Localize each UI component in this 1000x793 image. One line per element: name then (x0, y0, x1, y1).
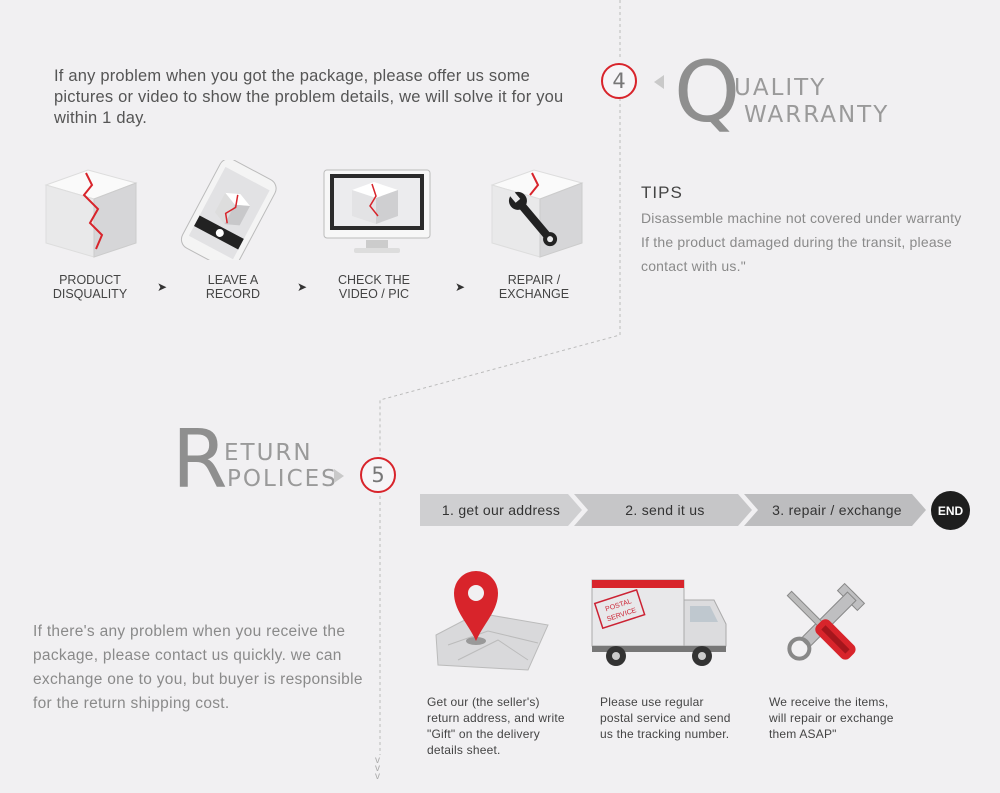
title-line-2: WARRANTY (744, 102, 890, 128)
flow-bar-shapes (420, 494, 926, 526)
tips-title: TIPS (641, 183, 683, 202)
step-caption-leave-record: LEAVE A RECORD (183, 273, 283, 301)
flow-step-send-it: 2. send it us (625, 502, 705, 518)
arrow-right-icon: ➤ (455, 280, 466, 294)
title-line-2: POLICES (227, 466, 338, 492)
step-caption-repair-exchange: REPAIR / EXCHANGE (484, 273, 584, 301)
caption-line: EXCHANGE (498, 287, 570, 301)
caption-line: RECORD (205, 287, 261, 301)
flow-end-badge: END (931, 491, 970, 530)
title-big-letter: Q (674, 43, 741, 141)
caption-line: CHECK THE (337, 273, 410, 287)
chevron-down-icon: v (375, 763, 380, 774)
chevron-down-icon: v (375, 755, 380, 766)
tools-icon (772, 578, 872, 679)
title-line-1: ETURN (224, 440, 313, 466)
wrench-box-icon (484, 165, 584, 270)
pointer-right-icon (334, 469, 344, 483)
arrow-right-icon: ➤ (297, 280, 308, 294)
broken-box-icon (38, 165, 138, 270)
caption-line: PRODUCT (59, 273, 121, 287)
title-line-1: UALITY (734, 75, 827, 101)
step-number-5: 5 (360, 457, 396, 493)
postal-truck-icon: POSTAL SERVICE (590, 572, 730, 677)
monitor-icon (322, 168, 432, 265)
desc-repair-exchange: We receive the items, will repair or exc… (769, 695, 894, 741)
phone-icon (170, 158, 295, 270)
caption-line: REPAIR / (507, 273, 561, 287)
caption-line: DISQUALITY (52, 287, 128, 301)
tips-text: Disassemble machine not covered under wa… (641, 210, 962, 274)
flow-step-repair-exchange: 3. repair / exchange (772, 502, 902, 518)
scroll-down-chevrons-icon: v v v (375, 755, 380, 782)
flow-step-get-address: 1. get our address (441, 502, 561, 518)
chevron-down-icon: v (375, 771, 380, 782)
map-pin-icon (428, 565, 553, 680)
desc-send-it: Please use regular postal service and se… (600, 695, 731, 741)
caption-line: LEAVE A (207, 273, 259, 287)
quality-intro-text: If any problem when you got the package,… (54, 67, 564, 127)
caption-line: VIDEO / PIC (338, 287, 410, 301)
return-policy-text: If there's any problem when you receive … (33, 623, 363, 712)
step-caption-check-video: CHECK THE VIDEO / PIC (324, 273, 424, 301)
arrow-right-icon: ➤ (157, 280, 168, 294)
step-caption-product-disquality: PRODUCT DISQUALITY (40, 273, 140, 301)
pointer-left-icon (654, 75, 664, 89)
step-number-4: 4 (601, 63, 637, 99)
desc-get-address: Get our (the seller's) return address, a… (427, 695, 565, 757)
title-big-letter: R (172, 413, 228, 506)
